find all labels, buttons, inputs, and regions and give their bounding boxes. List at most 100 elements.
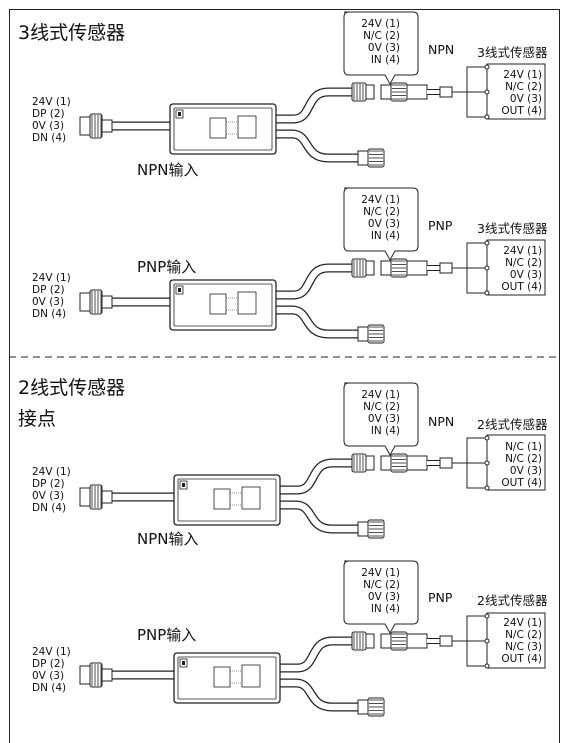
module-port-window [237,115,257,139]
sensor-pin: 0V (3) [509,93,542,105]
male-connector-neck [380,455,392,471]
lower-connector-neck [357,150,369,166]
cable-fill [272,130,362,162]
sensor-pin-list: 24V (1) N/C (2) N/C (3) OUT (4) [490,617,542,665]
wire [466,463,487,489]
callout-pin: N/C (2) [363,579,400,591]
wire [466,641,487,667]
sensor-pin: N/C (3) [505,641,542,653]
sensor-pin: N/C (1) [505,441,542,453]
left-pin: DP (2) [32,658,65,670]
sensor-type-label: PNP [428,590,453,605]
outer-frame [9,9,560,743]
wire [466,268,487,294]
callout-pin: 24V (1) [361,389,400,401]
sensor-pin: 0V (3) [509,269,542,281]
cable-fill [276,459,356,494]
module-logo-mark [182,661,185,665]
sensor-pin: N/C (2) [505,81,542,93]
female-connector-neck [365,633,375,649]
left-connector-nut [79,116,91,136]
left-pin: 0V (3) [32,490,65,502]
female-connector-neck [365,260,375,276]
callout-pin: 0V (3) [367,413,400,425]
left-pin: DN (4) [32,502,67,514]
left-connector-neck [101,295,113,309]
cable-fill [276,679,362,711]
left-pin: 0V (3) [32,296,65,308]
left-connector-nut [79,292,91,312]
sensor-cable-end [439,86,453,98]
plug-body [406,84,428,100]
terminal-dot [484,638,490,644]
female-connector-neck [365,455,375,471]
wire [466,242,487,268]
callout-pin-list: 24V (1) N/C (2) 0V (3) IN (4) [343,194,400,242]
sensor-title: 2线式传感器 [477,593,548,608]
male-connector-neck [380,633,392,649]
sensor-type-label: NPN [428,414,455,429]
wire [466,437,487,463]
callout-pin-list: 24V (1) N/C (2) 0V (3) IN (4) [343,389,400,437]
sensor-pin: 24V (1) [503,245,542,257]
left-pin: 24V (1) [32,646,71,658]
sensor-pin: OUT (4) [501,105,542,117]
left-pin: DP (2) [32,108,65,120]
module-logo-mark [178,288,181,292]
terminal-dot [484,89,490,95]
sensor-type-label: NPN [428,42,455,57]
sensor-type-label: PNP [428,218,453,233]
input-label: NPN输入 [137,530,199,548]
terminal-dot [484,435,490,441]
module-port-window [241,664,261,688]
sensor-pin: N/C (2) [505,453,542,465]
callout-pin-list: 24V (1) N/C (2) 0V (3) IN (4) [343,18,400,66]
left-pin-list: 24V (1) DP (2) 0V (3) DN (4) [32,272,71,320]
cable-fill [276,501,362,533]
terminal-dot [484,485,490,491]
sensor-title: 3线式传感器 [477,45,548,60]
sensor-pin-list: 24V (1) N/C (2) 0V (3) OUT (4) [490,245,542,293]
left-connector-nut [79,665,91,685]
callout-pin: 0V (3) [367,591,400,603]
left-pin: DN (4) [32,682,67,694]
left-pin: 24V (1) [32,96,71,108]
cable-fill [272,306,362,338]
left-connector-nut [79,487,91,507]
callout-pin: 24V (1) [361,194,400,206]
module-logo-mark [178,112,181,116]
callout-bubble [343,560,419,635]
module-led-window [213,666,231,688]
sensor-pin: N/C (2) [505,629,542,641]
sensor-box [486,63,546,120]
sensor-cable-end [439,635,453,647]
male-connector-neck [380,84,392,100]
left-pin-list: 24V (1) DP (2) 0V (3) DN (4) [32,646,71,694]
callout-pin: 0V (3) [367,42,400,54]
callout-bubble [343,382,419,457]
wire [466,615,487,641]
female-connector-neck [365,84,375,100]
sensor-pin: OUT (4) [501,281,542,293]
plug-body [406,455,428,471]
left-pin: DN (4) [32,308,67,320]
sensor-pin: N/C (2) [505,257,542,269]
callout-pin: 0V (3) [367,218,400,230]
section-subtitle-contact: 接点 [18,408,57,430]
left-pin: DN (4) [32,132,67,144]
sensor-pin: OUT (4) [501,653,542,665]
terminal-dot [484,663,490,669]
terminal-dot [484,64,490,70]
callout-pin: N/C (2) [363,401,400,413]
sensor-title: 2线式传感器 [477,417,548,432]
callout-pin-list: 24V (1) N/C (2) 0V (3) IN (4) [343,567,400,615]
module-port-window [241,486,261,510]
sensor-title: 3线式传感器 [477,221,548,236]
callout-pin: 24V (1) [361,18,400,30]
lower-connector-neck [357,521,369,537]
module-led-window [209,293,227,315]
callout-pin: IN (4) [370,425,400,437]
left-pin: 0V (3) [32,670,65,682]
